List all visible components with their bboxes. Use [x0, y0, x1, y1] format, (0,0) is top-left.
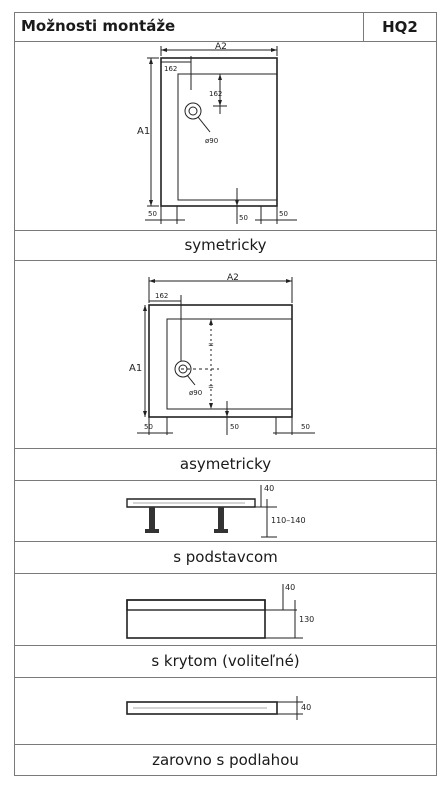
- diagram-with-cover: 40 130: [126, 583, 314, 639]
- dim-a2: A2: [227, 273, 239, 283]
- tray-inner: [177, 73, 278, 201]
- diagram-flush-floor: 40: [126, 696, 311, 720]
- dim-height-130: 130: [299, 615, 314, 624]
- tray-outline: [148, 304, 293, 418]
- dim-50-center: 50: [230, 423, 239, 431]
- dim-a1: A1: [137, 126, 150, 137]
- dim-a2: A2: [215, 42, 227, 52]
- dim-50-left: 50: [148, 210, 157, 218]
- dim-drain-diameter: ø90: [205, 137, 218, 145]
- diagram-asymmetric-top-view: A2 A1 162 = = ø90 50 50 50: [129, 273, 315, 435]
- dim-height-40: 40: [264, 484, 274, 493]
- caption-asymetricky: asymetricky: [15, 448, 436, 481]
- dim-50-right: 50: [279, 210, 288, 218]
- dim-50-left: 50: [144, 423, 153, 431]
- header-title: Možnosti montáže: [21, 17, 176, 35]
- dim-drain-diameter: ø90: [189, 389, 202, 397]
- caption-symetricky: symetricky: [15, 230, 436, 261]
- dim-162-vertical: 162: [209, 90, 222, 98]
- diagram-with-stand: 40 110–140: [126, 484, 306, 538]
- product-code: HQ2: [363, 13, 436, 41]
- tray-profile: [126, 599, 266, 611]
- dim-162-horizontal: 162: [164, 65, 177, 73]
- dim-equal-bottom: =: [208, 383, 214, 391]
- caption-s-podstavcom: s podstavcom: [15, 541, 436, 574]
- dim-50-center: 50: [239, 214, 248, 222]
- dim-a1: A1: [129, 363, 142, 374]
- tray-inner: [166, 318, 293, 410]
- dim-50-right: 50: [301, 423, 310, 431]
- dim-height-40: 40: [285, 583, 295, 592]
- sheet-header: Možnosti montáže HQ2: [15, 13, 436, 42]
- dim-height-110-140: 110–140: [271, 516, 306, 525]
- cover-outline: [126, 599, 266, 639]
- dim-equal-top: =: [208, 341, 214, 349]
- caption-s-krytom: s krytom (voliteľné): [15, 645, 436, 678]
- diagram-symmetric-top-view: A2 A1 162 162 ø90 50 50 50: [137, 42, 297, 224]
- dim-162: 162: [155, 292, 168, 300]
- dim-height-40: 40: [301, 703, 311, 712]
- caption-zarovno: zarovno s podlahou: [15, 744, 436, 777]
- tray-profile: [126, 701, 278, 715]
- installation-options-sheet: Možnosti montáže HQ2 symetricky asymetri…: [14, 12, 437, 776]
